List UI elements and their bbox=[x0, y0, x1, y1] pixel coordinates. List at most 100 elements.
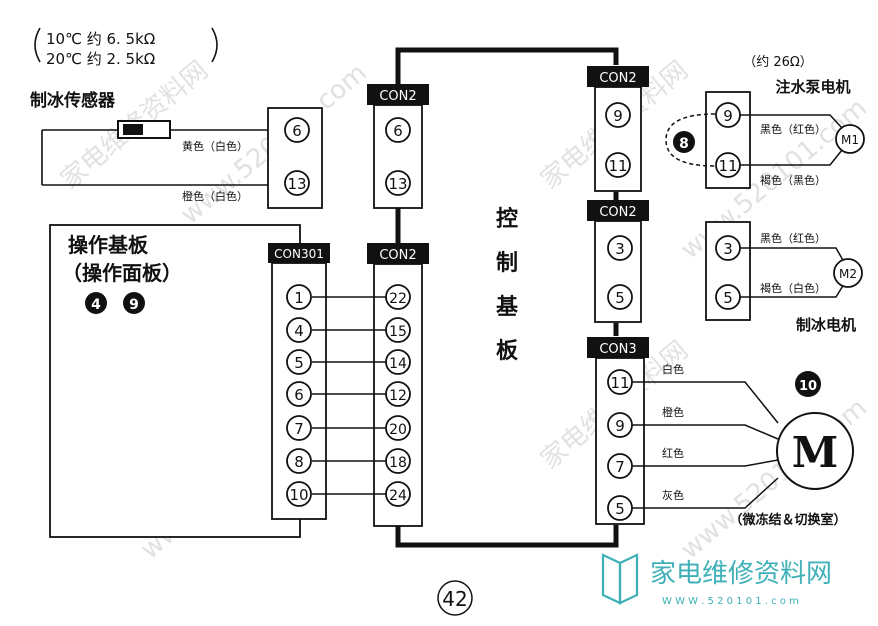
callout-badge bbox=[795, 371, 821, 397]
callout-badge-label: 8 bbox=[679, 136, 689, 152]
connector-label: CON3 bbox=[599, 342, 636, 357]
con3-pin-group: 11 9 7 5 bbox=[607, 369, 633, 521]
page-number-label: 42 bbox=[442, 587, 467, 611]
wire-label: 红色 bbox=[662, 446, 684, 460]
brand-logo: 家电维修资料网 W W W . 5 2 0 1 0 1 . c o m bbox=[601, 553, 832, 607]
callout-badge-label: 4 bbox=[91, 297, 101, 313]
terminal-pin bbox=[286, 415, 312, 441]
terminal-pin-label: 15 bbox=[389, 324, 407, 340]
terminal-pin-label: 13 bbox=[287, 175, 306, 193]
connector-label-plate bbox=[587, 337, 649, 358]
callout-badge bbox=[85, 292, 107, 314]
motor-wire bbox=[632, 381, 779, 424]
terminal-pin-label: 8 bbox=[294, 453, 304, 471]
terminal-pin-label: 5 bbox=[294, 354, 304, 372]
control-board-edge bbox=[395, 525, 619, 548]
terminal-pin bbox=[607, 284, 633, 310]
terminal-pin-label: 7 bbox=[294, 420, 304, 438]
terminal-pin bbox=[607, 235, 633, 261]
main-motor-label: M bbox=[792, 428, 839, 477]
brand-name: 家电维修资料网 bbox=[650, 559, 832, 589]
motor-symbol bbox=[833, 258, 863, 288]
connector-label: CON301 bbox=[274, 247, 324, 261]
terminal-pin-label: 5 bbox=[723, 289, 733, 307]
connector-label-plate bbox=[587, 66, 649, 87]
callout-badge-label: 9 bbox=[129, 297, 139, 313]
control-board-char: 基 bbox=[496, 295, 519, 320]
panel-wire-group bbox=[312, 296, 386, 495]
book-icon bbox=[601, 553, 622, 605]
callout-badge bbox=[673, 131, 695, 153]
terminal-pin bbox=[286, 481, 312, 507]
terminal-pin-label: 6 bbox=[292, 122, 302, 140]
motor-wire bbox=[632, 459, 779, 467]
terminal-pin-label: 4 bbox=[294, 322, 304, 340]
terminal-pin bbox=[286, 349, 312, 375]
operation-board-subtitle: （操作面板） bbox=[62, 261, 182, 285]
callout-badge-label: 10 bbox=[799, 379, 817, 394]
operation-board: 操作基板 （操作面板） 4 9 bbox=[49, 224, 301, 538]
terminal-pin-label: 9 bbox=[613, 107, 623, 125]
wire-label: 橙色 bbox=[662, 405, 684, 419]
connector-label-plate bbox=[367, 243, 429, 264]
main-motor-caption: （微冻结＆切换室） bbox=[729, 512, 846, 528]
connector-label-plate bbox=[268, 243, 330, 263]
control-board-char: 制 bbox=[496, 251, 518, 276]
connector-label-plate bbox=[367, 84, 429, 105]
motor-wire bbox=[632, 477, 779, 509]
sensor-resistance-note: 10℃ 约 6. 5kΩ 20℃ 约 2. 5kΩ bbox=[34, 27, 218, 68]
control-board-char: 板 bbox=[496, 339, 519, 364]
motor-symbol-label: M2 bbox=[839, 267, 857, 281]
terminal-pin-label: 11 bbox=[718, 157, 737, 175]
terminal-pin bbox=[286, 284, 312, 310]
terminal-pin-label: 11 bbox=[608, 157, 627, 175]
terminal-pin-label: 5 bbox=[615, 500, 625, 518]
terminal-pin-label: 12 bbox=[389, 388, 407, 404]
connector-con2-icemotor: CON2 3 5 bbox=[587, 200, 649, 323]
terminal-pin bbox=[385, 117, 411, 143]
terminal-pin-label: 18 bbox=[389, 455, 407, 471]
ice-motor: 3 5 M2 黑色（红色） 褐色（白色） 制冰电机 bbox=[705, 221, 863, 334]
motor-symbol-label: M1 bbox=[841, 133, 859, 147]
connector-con3: CON3 11 9 7 5 bbox=[587, 337, 649, 525]
terminal-pin bbox=[284, 170, 310, 196]
page-number: 42 bbox=[437, 580, 473, 616]
terminal-pin bbox=[284, 117, 310, 143]
note-line-2: 20℃ 约 2. 5kΩ bbox=[46, 50, 155, 68]
note-line-1: 10℃ 约 6. 5kΩ bbox=[46, 30, 155, 48]
terminal-pin-label: 3 bbox=[615, 240, 625, 258]
terminal-pin bbox=[385, 170, 411, 196]
pump-motor-title: 注水泵电机 bbox=[775, 78, 850, 96]
pump-resistance: （约 26Ω） bbox=[743, 55, 813, 70]
terminal-pin-label: 14 bbox=[389, 356, 407, 372]
operation-board-outline bbox=[49, 224, 301, 538]
terminal-pin-label: 24 bbox=[389, 488, 407, 504]
callout-badge bbox=[123, 292, 145, 314]
operation-board-title: 操作基板 bbox=[68, 233, 149, 257]
connector-label: CON2 bbox=[379, 89, 416, 104]
control-board-edge bbox=[395, 47, 619, 110]
connector-con2-sensor: CON2 6 13 bbox=[367, 84, 429, 209]
page-number-ring bbox=[437, 580, 473, 616]
terminal-pin-label: 9 bbox=[615, 417, 625, 435]
terminal-pin-label: 3 bbox=[723, 240, 733, 258]
terminal-pin-label: 7 bbox=[615, 458, 625, 476]
terminal-pin-label: 9 bbox=[723, 107, 733, 125]
terminal-pin bbox=[605, 102, 631, 128]
connector-label: CON2 bbox=[379, 248, 416, 263]
brand-url: W W W . 5 2 0 1 0 1 . c o m bbox=[662, 596, 799, 607]
terminal-pin-label: 22 bbox=[389, 291, 407, 307]
wire-label: 黑色（红色） bbox=[760, 231, 826, 245]
connector-label-plate bbox=[587, 200, 649, 221]
terminal-pin-label: 11 bbox=[610, 374, 629, 392]
wire-label: 褐色（黑色） bbox=[760, 173, 826, 187]
motor-wire bbox=[632, 424, 779, 440]
wire-label: 橙色（白色） bbox=[182, 189, 248, 203]
terminal-pin bbox=[286, 317, 312, 343]
terminal-pin-label: 1 bbox=[294, 289, 304, 307]
